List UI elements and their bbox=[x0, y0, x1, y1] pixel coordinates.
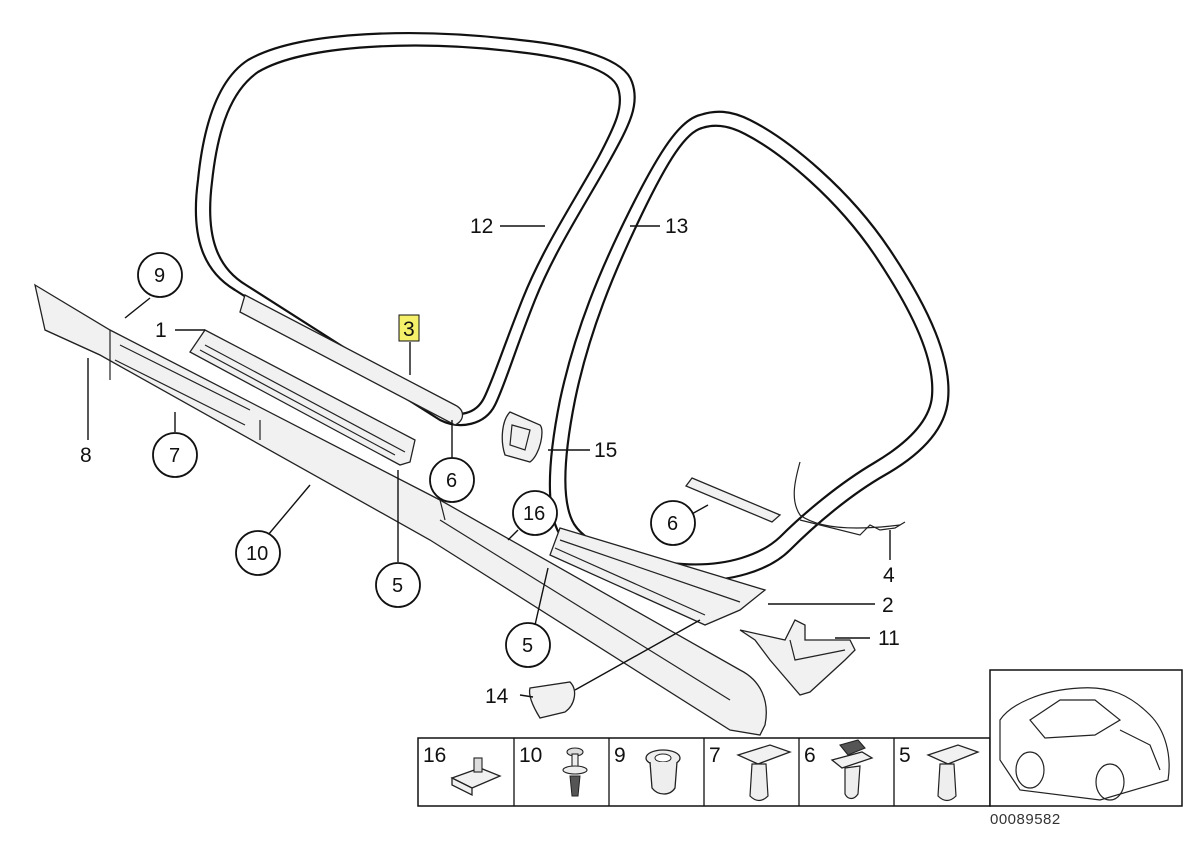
leader-lines bbox=[87, 225, 891, 698]
cable-grommet bbox=[501, 411, 543, 463]
label-11: 11 bbox=[878, 627, 900, 650]
vehicle-thumbnail bbox=[989, 669, 1183, 807]
label-1: 1 bbox=[155, 319, 167, 342]
rear-sill-trim bbox=[684, 477, 782, 523]
label-13: 13 bbox=[665, 215, 688, 238]
label-15: 15 bbox=[594, 439, 617, 462]
grommet-icon bbox=[645, 749, 681, 795]
reference-number: 00089582 bbox=[990, 811, 1061, 828]
label-5a: 5 bbox=[392, 575, 403, 597]
rear-door-seal bbox=[548, 110, 950, 582]
clip-icon bbox=[736, 744, 792, 802]
label-14: 14 bbox=[485, 685, 509, 708]
clip-nut-icon bbox=[450, 757, 502, 797]
label-6b: 6 bbox=[667, 513, 678, 535]
clip-icon bbox=[926, 744, 980, 802]
wiring-harness bbox=[793, 461, 906, 536]
label-5b: 5 bbox=[522, 635, 533, 657]
label-8: 8 bbox=[80, 444, 92, 467]
screw-icon bbox=[562, 747, 588, 797]
front-sill-trim bbox=[239, 294, 464, 426]
table-label-6: 6 bbox=[804, 744, 816, 767]
label-6a: 6 bbox=[446, 470, 457, 492]
label-12: 12 bbox=[470, 215, 493, 238]
clip-icon bbox=[830, 739, 874, 800]
label-2: 2 bbox=[882, 594, 894, 617]
circled-labels: 9 7 10 6 5 16 5 6 bbox=[137, 252, 696, 668]
rocker-panel bbox=[34, 283, 767, 736]
table-label-10: 10 bbox=[519, 744, 542, 767]
label-16: 16 bbox=[523, 503, 545, 525]
table-label-7: 7 bbox=[709, 744, 721, 767]
label-9: 9 bbox=[154, 265, 165, 287]
table-label-16: 16 bbox=[423, 744, 446, 767]
front-door-seal bbox=[194, 32, 636, 427]
table-label-9: 9 bbox=[614, 744, 626, 767]
table-label-5: 5 bbox=[899, 744, 911, 767]
label-7: 7 bbox=[169, 445, 180, 467]
rear-entrance-strip bbox=[549, 527, 767, 626]
label-10: 10 bbox=[246, 543, 268, 565]
part-labels: 12 13 1 8 15 4 2 11 14 bbox=[80, 215, 900, 708]
label-3: 3 bbox=[403, 318, 415, 341]
sill-end-cap bbox=[528, 681, 576, 719]
fastener-table: 16 10 9 7 6 5 bbox=[417, 737, 991, 807]
front-entrance-strip bbox=[189, 329, 416, 466]
label-4: 4 bbox=[883, 564, 895, 587]
highlighted-label-3[interactable]: 3 bbox=[398, 314, 420, 342]
jack-bracket bbox=[739, 619, 856, 696]
